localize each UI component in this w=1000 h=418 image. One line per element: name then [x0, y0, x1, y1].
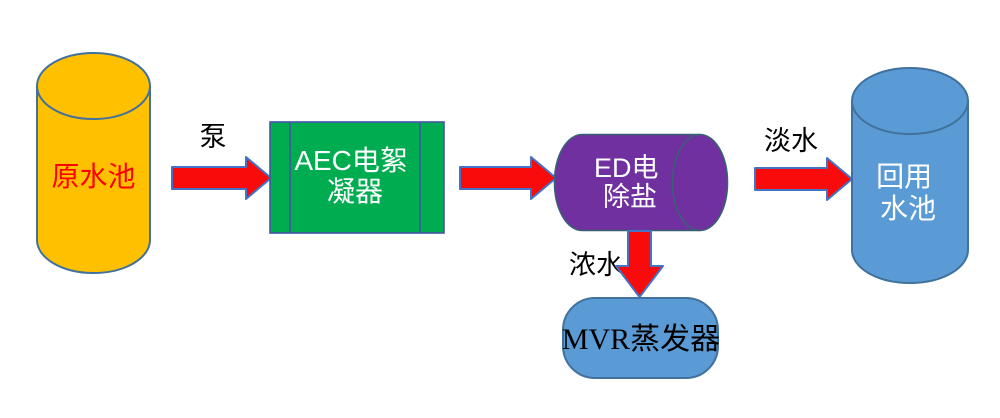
reuse-water-tank-label: 回用 水池 [876, 161, 940, 224]
reuse-water-tank-cylinder: 回用 水池 [851, 67, 969, 284]
raw-water-tank-cylinder: 原水池 [36, 52, 151, 274]
reuse-label-line1: 回用 [876, 161, 932, 192]
fresh-water-label: 淡水 [764, 126, 818, 156]
aec-coagulator-rect [269, 121, 445, 234]
raw-water-tank-body [36, 86, 151, 274]
raw-water-tank-top [36, 52, 151, 120]
pump-flow-arrow [171, 156, 272, 200]
ed-desalter-cylinder: ED电 除盐 [553, 133, 729, 232]
aec-label-line2: 凝器 [327, 176, 383, 207]
mvr-evaporator-box: MVR蒸发器 [562, 297, 720, 379]
concentrate-flow-arrow [615, 230, 664, 298]
reuse-label-line2: 水池 [880, 193, 936, 224]
reuse-water-tank-body [851, 101, 969, 284]
mvr-evaporator-rect [562, 297, 719, 379]
aec-coagulator-box: AEC电絮 凝器 [269, 121, 445, 234]
aec-label-line1: AEC电絮 [294, 145, 408, 176]
fresh-water-flow-arrow [754, 157, 853, 201]
aec-to-ed-flow-arrow [459, 156, 557, 200]
pump-label: 泵 [200, 122, 227, 152]
aec-coagulator-label: AEC电絮 凝器 [294, 145, 415, 207]
reuse-water-tank-top [851, 67, 969, 135]
ed-desalter-cap [671, 133, 729, 232]
ed-label-line2: 除盐 [603, 182, 657, 212]
concentrated-water-label: 浓水 [569, 250, 623, 280]
ed-desalter-body [553, 133, 700, 232]
ed-label-line1: ED电 [594, 153, 659, 183]
ed-desalter-label: ED电 除盐 [594, 153, 666, 212]
raw-water-tank-label: 原水池 [51, 161, 135, 193]
mvr-evaporator-label: MVR蒸发器 [562, 323, 720, 356]
